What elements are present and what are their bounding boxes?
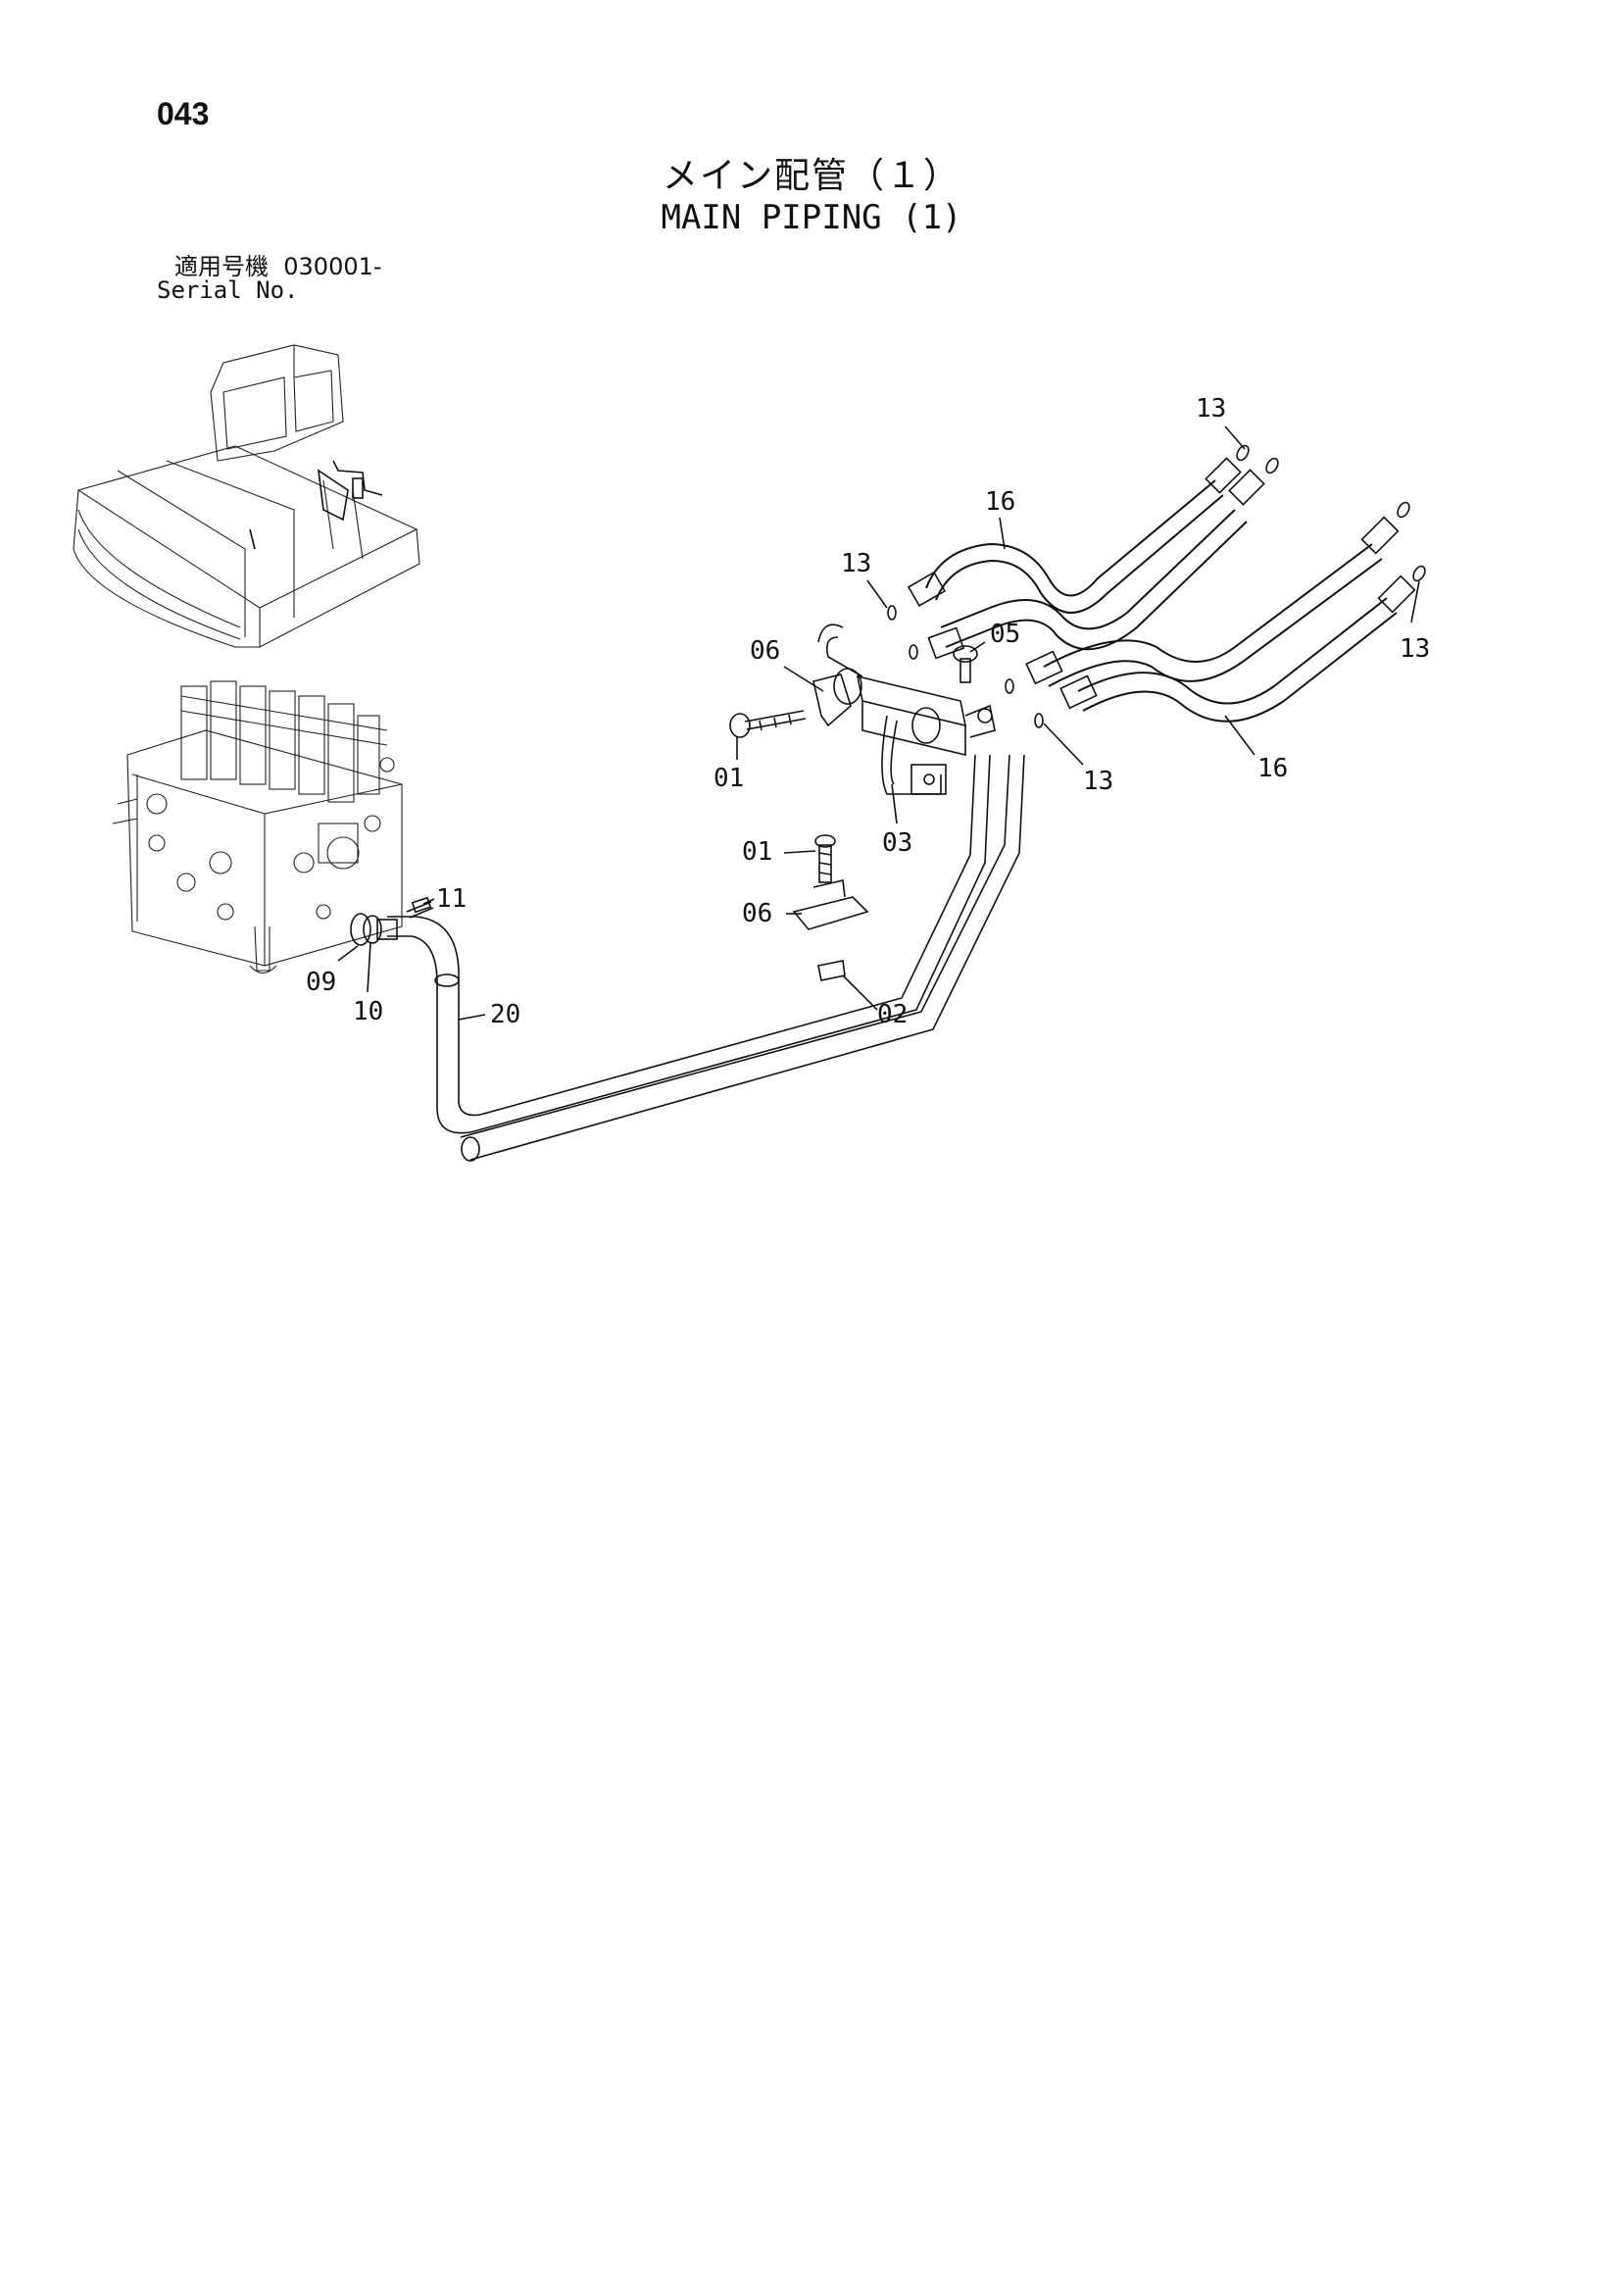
callout-11: 11 — [436, 884, 467, 914]
callout-16-top: 16 — [985, 487, 1015, 517]
callout-05: 05 — [990, 620, 1020, 649]
control-valve-assembly — [112, 680, 403, 974]
pipe-20 — [387, 754, 1025, 1162]
callout-20: 20 — [490, 1000, 520, 1029]
callout-01-upper: 01 — [713, 764, 744, 793]
flange-fitting — [350, 896, 434, 946]
excavator-locator-illustration — [73, 344, 420, 648]
callout-06-upper: 06 — [750, 636, 780, 666]
callout-16-right: 16 — [1257, 754, 1288, 783]
bolt-05 — [953, 645, 978, 683]
clamp-upper — [729, 674, 852, 738]
leader-lines — [337, 425, 1420, 1021]
callout-13-left: 13 — [841, 549, 871, 578]
serial-applicability: 適用号機 030001- — [174, 247, 382, 281]
callout-02: 02 — [877, 1000, 908, 1029]
callout-13-mid: 13 — [1083, 767, 1113, 796]
hoses-16 — [925, 479, 1398, 723]
callout-13-right: 13 — [1400, 634, 1430, 664]
callout-06-lower: 06 — [742, 899, 772, 928]
serial-label-english: Serial No. — [157, 276, 299, 304]
serial-label-japanese: 適用号機 — [174, 253, 269, 280]
callout-01-lower: 01 — [742, 837, 772, 867]
pipe-clamp-lower — [792, 834, 869, 981]
callout-labels: 13 16 13 13 06 05 01 13 16 03 01 06 11 0… — [306, 394, 1430, 1029]
callout-10: 10 — [353, 997, 383, 1026]
callout-13-top: 13 — [1196, 394, 1226, 424]
page-number: 043 — [157, 96, 210, 131]
manifold-bracket — [817, 624, 996, 795]
page-title-english: MAIN PIPING (1) — [661, 198, 962, 237]
callout-03: 03 — [882, 828, 912, 858]
serial-range: 030001- — [283, 253, 382, 280]
page-title-japanese: メイン配管（１） — [662, 156, 960, 196]
callout-09: 09 — [306, 968, 336, 997]
hose-fittings — [887, 444, 1426, 728]
